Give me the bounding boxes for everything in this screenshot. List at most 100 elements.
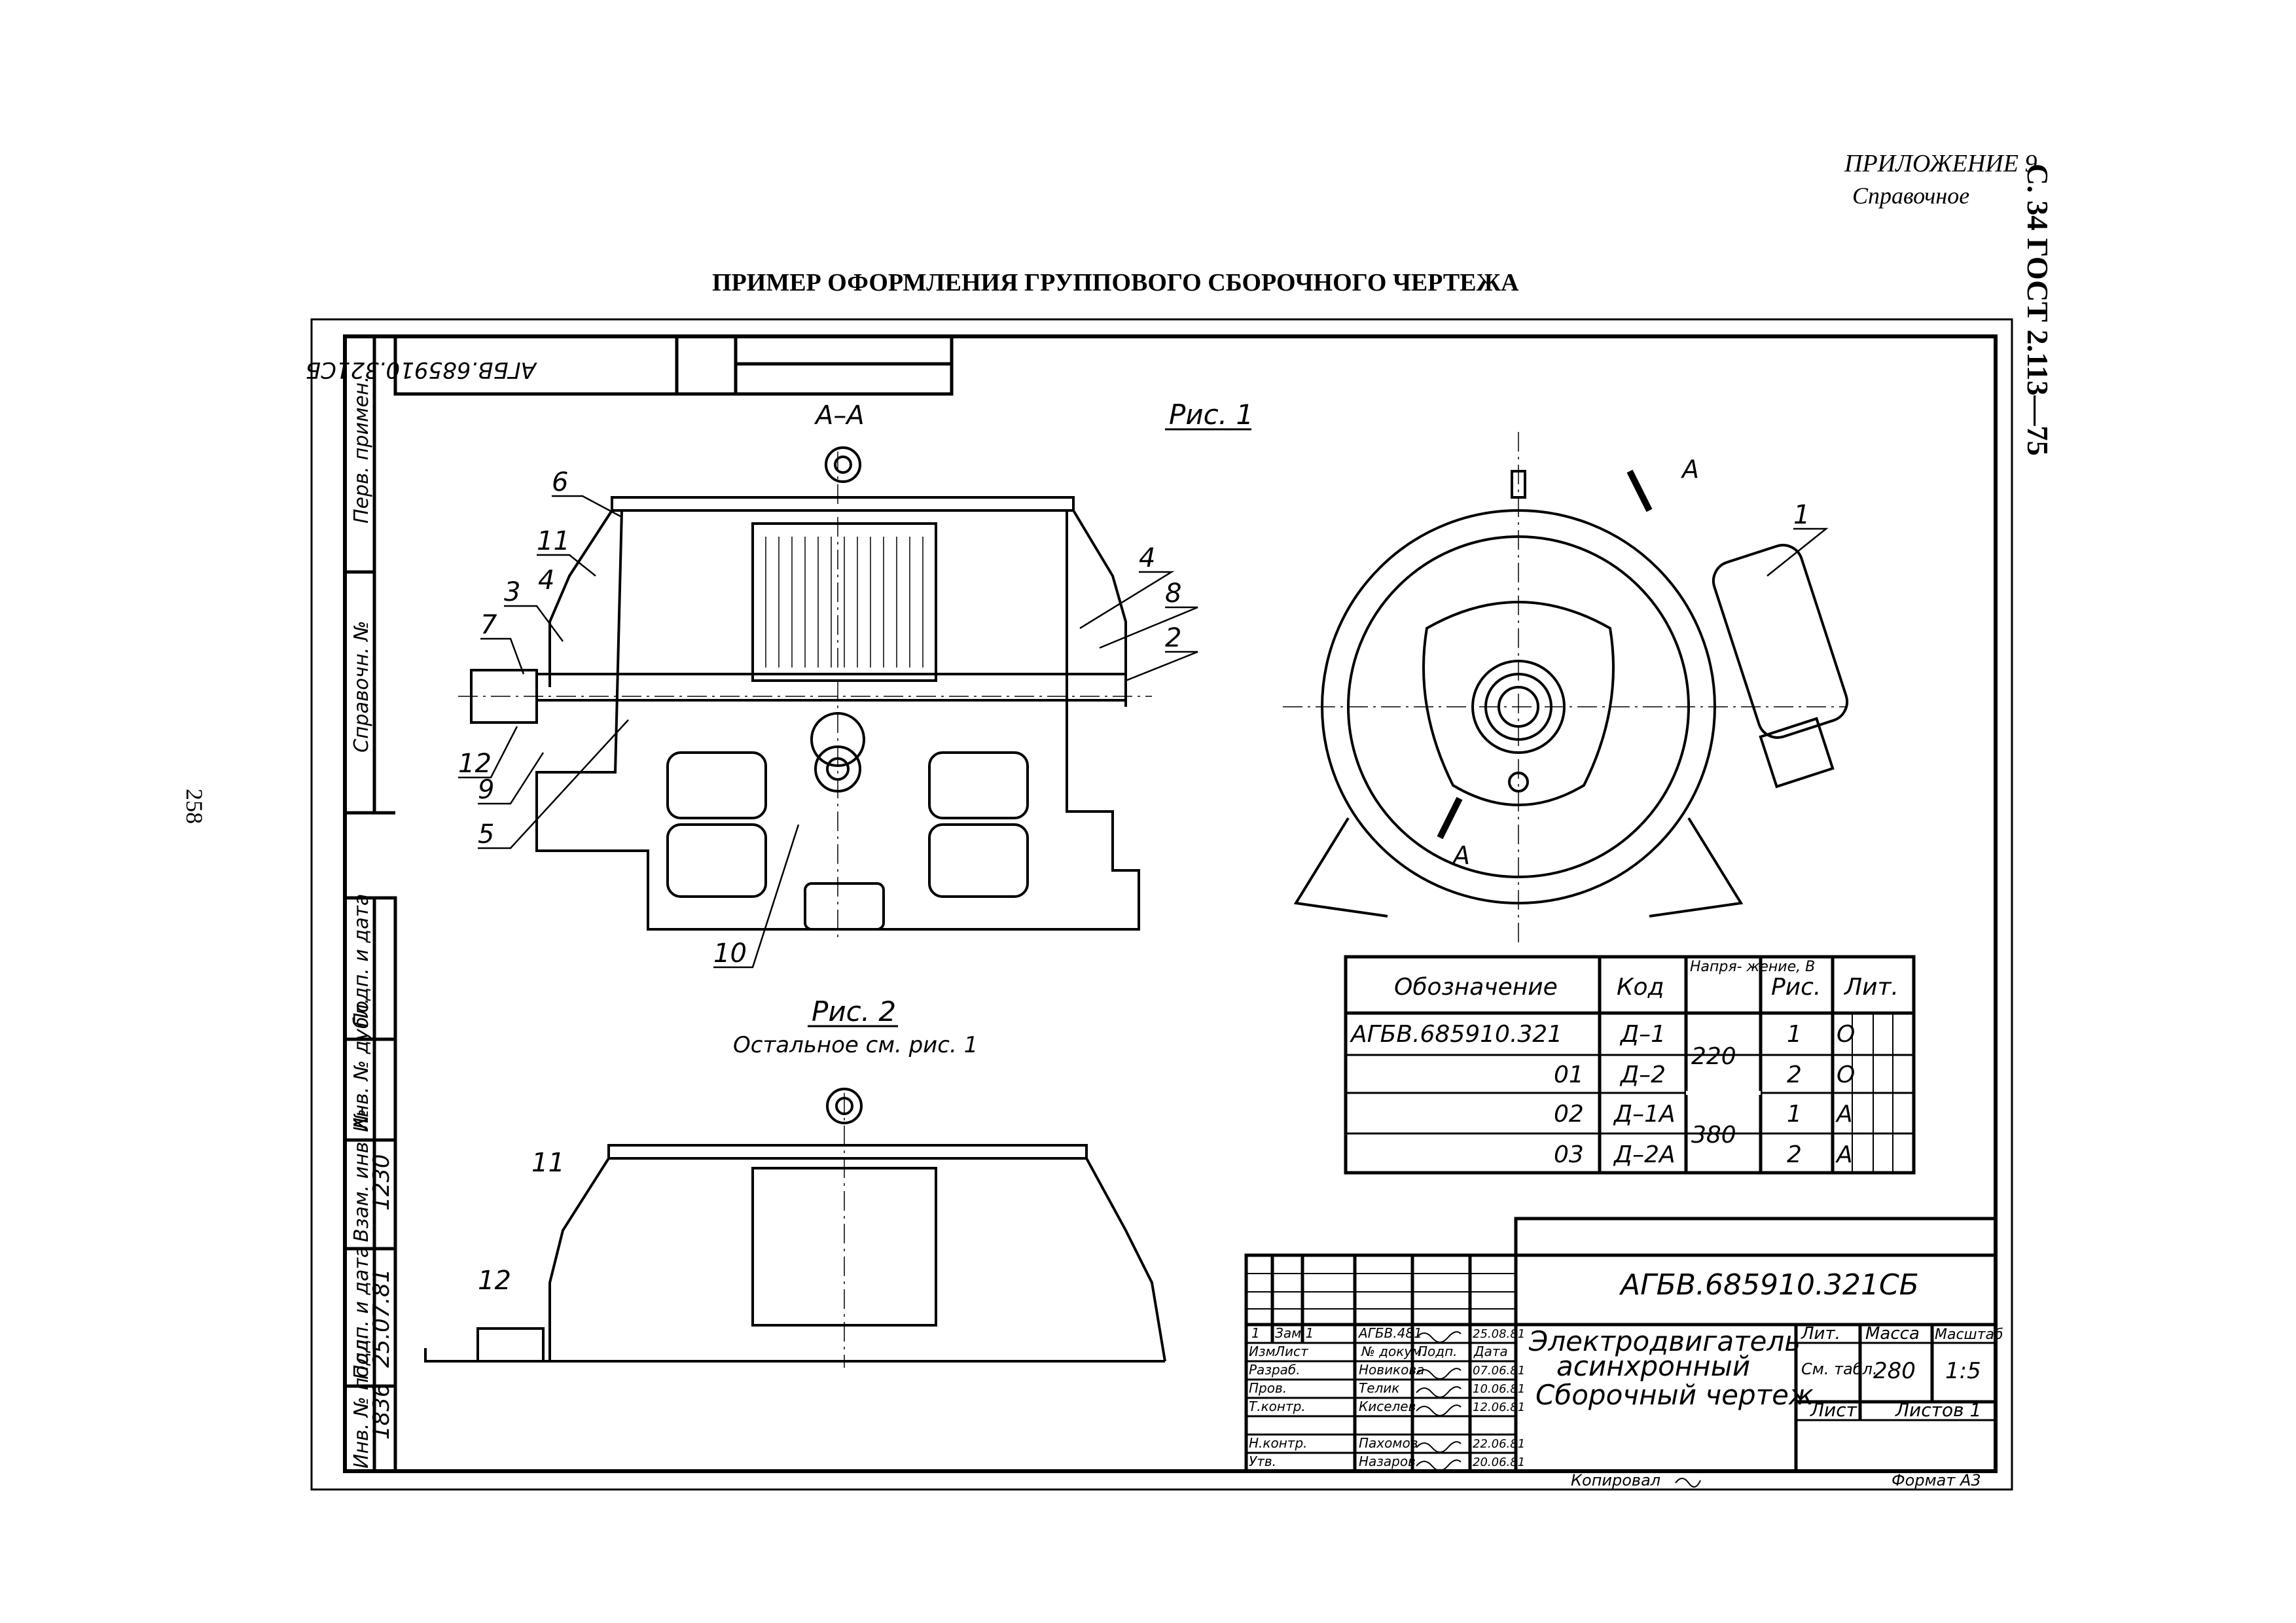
date-tkontr: 12.06.81 bbox=[1473, 1400, 1525, 1414]
title-sheets-label: Листов 1 bbox=[1895, 1399, 1981, 1421]
name-razrab: Новикова bbox=[1359, 1362, 1424, 1378]
leader-lines bbox=[458, 495, 1829, 969]
row2-lit: О bbox=[1837, 1061, 1855, 1088]
title-name-2: асинхронный bbox=[1556, 1350, 1750, 1382]
title-name-1: Электродвигатель bbox=[1528, 1325, 1801, 1357]
table-header-voltage: Напря- жение, В bbox=[1690, 959, 1815, 975]
fig2-note: Остальное см. рис. 1 bbox=[733, 1032, 978, 1058]
callout-10: 10 bbox=[713, 938, 747, 969]
change-date: 25.08.81 bbox=[1473, 1327, 1525, 1341]
motor-partial-view bbox=[424, 1088, 1166, 1368]
stamp-vzam-inv: Взам. инв. № bbox=[350, 1109, 373, 1242]
top-code-box: АГБВ.685910.321СБ bbox=[306, 334, 954, 396]
fig1-label: Рис. 1 bbox=[1169, 399, 1253, 431]
callout-1: 1 bbox=[1793, 500, 1810, 530]
signatures bbox=[1416, 1331, 1701, 1488]
page-heading: ПРИМЕР ОФОРМЛЕНИЯ ГРУППОВОГО СБОРОЧНОГО … bbox=[712, 269, 1519, 296]
table-header-lit: Лит. bbox=[1843, 974, 1899, 1001]
rotated-code: АГБВ.685910.321СБ bbox=[306, 357, 537, 383]
name-nkontr: Пахомов bbox=[1359, 1435, 1418, 1451]
name-tkontr: Киселев bbox=[1359, 1399, 1416, 1414]
name-prov: Телик bbox=[1359, 1380, 1399, 1396]
row2-code: Д–2 bbox=[1619, 1061, 1666, 1088]
callout-4-right: 4 bbox=[1139, 543, 1155, 573]
callout-2: 2 bbox=[1165, 623, 1181, 653]
callout-11: 11 bbox=[537, 526, 570, 556]
role-nkontr: Н.контр. bbox=[1249, 1435, 1308, 1451]
title-code: АГБВ.685910.321СБ bbox=[1619, 1268, 1919, 1302]
callout-9: 9 bbox=[478, 775, 494, 805]
role-razrab: Разраб. bbox=[1249, 1362, 1300, 1378]
row3-lit: А bbox=[1835, 1101, 1853, 1128]
stamp-podp-data-2-value: 25.07.81 bbox=[368, 1269, 395, 1368]
table-header-fig: Рис. bbox=[1771, 974, 1821, 1001]
date-utv: 20.06.81 bbox=[1473, 1455, 1525, 1469]
stamp-inv-dubl: Инв. № дубл. bbox=[350, 998, 373, 1132]
title-mass-label: Масса bbox=[1865, 1324, 1920, 1344]
title-scale-value: 1:5 bbox=[1945, 1358, 1981, 1384]
row2-fig: 2 bbox=[1787, 1061, 1802, 1088]
title-name-3: Сборочный чертеж bbox=[1535, 1379, 1814, 1411]
section-marker-bottom: А bbox=[1451, 841, 1470, 870]
change-num: 1 bbox=[1251, 1325, 1260, 1341]
row1-lit: О bbox=[1837, 1021, 1855, 1048]
outer-frame bbox=[310, 318, 2013, 1491]
date-nkontr: 22.06.81 bbox=[1473, 1437, 1525, 1451]
row4-lit: А bbox=[1835, 1141, 1853, 1168]
stamp-sprav-no: Справочн. № bbox=[350, 620, 373, 753]
table-header-designation: Обозначение bbox=[1394, 974, 1558, 1001]
callout-12: 12 bbox=[458, 749, 492, 779]
row3-fig: 1 bbox=[1787, 1101, 1802, 1128]
role-tkontr: Т.контр. bbox=[1249, 1399, 1306, 1414]
col-date: Дата bbox=[1473, 1344, 1508, 1359]
row4-code: Д–2А bbox=[1613, 1141, 1676, 1168]
callout-8: 8 bbox=[1165, 579, 1181, 609]
stamp-podp-data-1: Подп. и дата bbox=[350, 894, 373, 1027]
date-prov: 10.06.81 bbox=[1473, 1382, 1525, 1396]
title-lit-label: Лит. bbox=[1801, 1324, 1840, 1344]
date-razrab: 07.06.81 bbox=[1473, 1364, 1525, 1378]
voltage-380: 380 bbox=[1691, 1122, 1736, 1149]
col-izm: Изм bbox=[1249, 1344, 1276, 1359]
role-utv: Утв. bbox=[1249, 1454, 1276, 1469]
variants-table bbox=[1344, 955, 1916, 1175]
stamp-podp-data-2: Подп. и дата bbox=[350, 1246, 373, 1380]
row4-designation: 03 bbox=[1554, 1141, 1584, 1168]
stamp-inv-podl: Инв. № подл. bbox=[350, 1333, 373, 1469]
title-sheet-label: Лист bbox=[1810, 1399, 1857, 1421]
stamp-perv-primen: Перв. примен. bbox=[350, 376, 373, 524]
section-label: А–А bbox=[814, 401, 865, 431]
appendix-type: Справочное bbox=[1852, 183, 1970, 209]
title-mass-value: 280 bbox=[1873, 1358, 1916, 1384]
callout-5: 5 bbox=[478, 819, 494, 849]
callout-6: 6 bbox=[552, 467, 568, 497]
fig2-label: Рис. 2 bbox=[812, 995, 896, 1027]
callout-3: 3 bbox=[504, 577, 520, 607]
title-scale-label: Масштаб bbox=[1935, 1327, 2003, 1343]
callout-7: 7 bbox=[480, 610, 497, 640]
col-sign: Подп. bbox=[1418, 1344, 1458, 1359]
motor-section-view bbox=[458, 446, 1152, 942]
callout-4: 4 bbox=[538, 565, 554, 596]
row2-designation: 01 bbox=[1554, 1061, 1584, 1088]
voltage-220: 220 bbox=[1691, 1043, 1736, 1070]
name-utv: Назаров bbox=[1359, 1454, 1416, 1469]
change-doc: АГБВ.481 bbox=[1357, 1325, 1422, 1341]
appendix-label: ПРИЛОЖЕНИЕ 9 bbox=[1844, 150, 2037, 177]
stamp-inv-podl-value: 1836 bbox=[368, 1383, 395, 1440]
motor-end-view bbox=[1283, 432, 1849, 942]
section-marker-top: А bbox=[1680, 455, 1699, 484]
row3-code: Д–1А bbox=[1613, 1101, 1676, 1128]
table-header-code: Код bbox=[1617, 974, 1664, 1001]
col-doc: № докум. bbox=[1361, 1344, 1426, 1359]
callout-12-fig2: 12 bbox=[478, 1266, 511, 1296]
footer-format: Формат А3 bbox=[1892, 1471, 1981, 1489]
row1-fig: 1 bbox=[1787, 1021, 1802, 1048]
row1-code: Д–1 bbox=[1619, 1021, 1666, 1048]
change-type: Зам.1 bbox=[1275, 1325, 1314, 1341]
col-list: Лист bbox=[1274, 1344, 1309, 1359]
role-prov: Пров. bbox=[1249, 1380, 1287, 1396]
row4-fig: 2 bbox=[1787, 1141, 1802, 1168]
title-mass-note: См. табл. bbox=[1801, 1360, 1878, 1378]
